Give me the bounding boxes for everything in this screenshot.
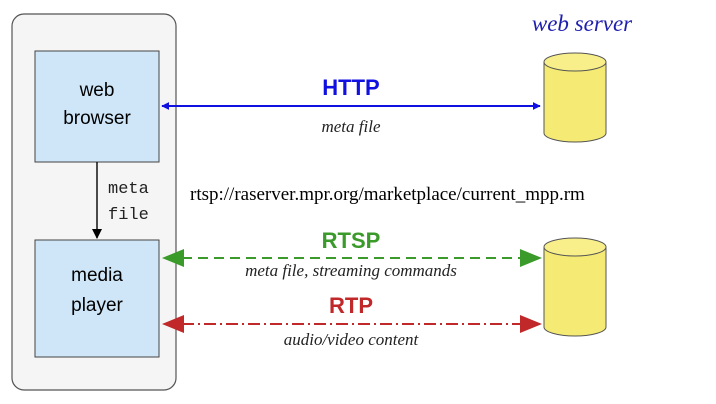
http-protocol-label: HTTP bbox=[322, 75, 379, 100]
rtp-arrowhead-right bbox=[520, 315, 542, 333]
http-link: HTTP meta file bbox=[161, 75, 541, 136]
http-content-label: meta file bbox=[321, 117, 380, 136]
meta-file-internal-label-line1: meta bbox=[108, 180, 149, 199]
media-player-label-line1: media bbox=[71, 265, 123, 286]
meta-file-internal-label-line2: file bbox=[108, 206, 149, 225]
rtp-protocol-label: RTP bbox=[329, 293, 373, 318]
web-server-cylinder bbox=[543, 52, 607, 143]
rtsp-protocol-label: RTSP bbox=[322, 228, 381, 253]
rtp-content-label: audio/video content bbox=[284, 330, 420, 349]
rtsp-arrowhead-right bbox=[520, 249, 542, 267]
rtp-arrowhead-left bbox=[162, 315, 184, 333]
media-player-box: media player bbox=[34, 239, 160, 358]
streaming-server-cylinder bbox=[543, 237, 607, 337]
web-browser-label-line2: browser bbox=[63, 108, 131, 129]
web-browser-box: web browser bbox=[34, 50, 160, 163]
rtsp-arrowhead-left bbox=[162, 249, 184, 267]
media-player-label-line2: player bbox=[71, 295, 123, 316]
rtsp-content-label: meta file, streaming commands bbox=[245, 261, 457, 280]
rtsp-url-text: rtsp://raserver.mpr.org/marketplace/curr… bbox=[190, 184, 585, 205]
rtsp-link: RTSP meta file, streaming commands bbox=[162, 228, 542, 280]
web-server-label: web server bbox=[532, 11, 633, 36]
web-browser-label-line1: web bbox=[79, 80, 115, 101]
rtp-link: RTP audio/video content bbox=[162, 293, 542, 349]
